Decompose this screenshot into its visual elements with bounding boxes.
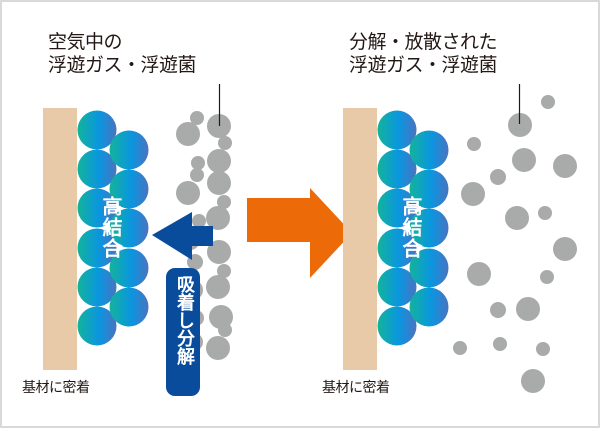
coating-bead <box>409 169 449 209</box>
adsorb-label: 吸着し分解 <box>174 275 195 365</box>
gas-particle <box>206 206 230 230</box>
dispersed-particle <box>461 182 485 206</box>
dispersed-particle <box>493 337 507 351</box>
coating-bead <box>109 169 149 209</box>
left-title-line2: 浮遊ガス・浮遊菌 <box>48 54 197 76</box>
gas-particle <box>190 111 204 125</box>
gas-particle <box>207 149 231 173</box>
adsorb-label-pill <box>166 268 200 396</box>
coating-bead <box>377 149 417 189</box>
coating-bead <box>109 248 149 288</box>
substrate-bar-right <box>343 108 377 370</box>
adsorb-arrow-icon <box>152 212 213 260</box>
right-title-line1: 分解・放散された <box>349 31 498 53</box>
gas-particle <box>217 264 231 278</box>
gas-particle <box>191 156 205 170</box>
dispersed-particle <box>553 237 577 261</box>
coating-bead <box>109 208 149 248</box>
dispersed-particle <box>453 341 467 355</box>
dispersed-particle <box>541 95 555 109</box>
particles-right <box>453 95 577 393</box>
coating-bead <box>109 130 149 170</box>
coating-bead <box>377 110 417 150</box>
dispersed-particle <box>521 369 545 393</box>
dispersed-particle <box>553 154 577 178</box>
coating-bead <box>77 228 117 268</box>
gas-particle <box>190 168 204 182</box>
coating-bead <box>409 208 449 248</box>
dispersed-particle <box>490 169 506 185</box>
dispersed-particle <box>538 206 552 220</box>
coating-bead <box>409 248 449 288</box>
transition-arrow-icon <box>247 188 352 278</box>
coating-bead <box>77 306 117 346</box>
coating-bead <box>409 130 449 170</box>
coating-circles-right <box>377 110 449 346</box>
gas-particle <box>207 171 231 195</box>
coating-bead <box>409 287 449 327</box>
coating-bead <box>377 228 417 268</box>
dispersed-particle <box>540 270 554 284</box>
coating-bead <box>77 188 117 228</box>
gas-particle <box>206 275 230 299</box>
dispersed-particle <box>516 297 540 321</box>
substrate-bar-left <box>43 108 77 370</box>
left-title-line1: 空気中の <box>48 31 123 53</box>
coating-bead <box>77 267 117 307</box>
gas-particle <box>176 181 200 205</box>
coating-circles-left <box>77 110 149 346</box>
coating-bead <box>377 267 417 307</box>
gas-particle <box>176 122 200 146</box>
coating-bead <box>109 287 149 327</box>
gas-particle <box>217 195 231 209</box>
dispersed-particle <box>467 137 481 151</box>
bond-label-left: 高結合 <box>99 196 123 259</box>
substrate-caption-right: 基材に密着 <box>322 380 390 396</box>
dispersed-particle <box>505 206 529 230</box>
bond-label-right: 高結合 <box>399 196 423 259</box>
coating-bead <box>377 306 417 346</box>
right-title-line2: 浮遊ガス・浮遊菌 <box>349 54 498 76</box>
dispersed-particle <box>512 148 536 172</box>
substrate-caption-left: 基材に密着 <box>22 380 90 396</box>
gas-particle <box>218 136 232 150</box>
coating-bead <box>77 110 117 150</box>
coating-bead <box>377 188 417 228</box>
dispersed-particle <box>490 302 506 318</box>
gas-particle <box>218 323 232 337</box>
dispersed-particle <box>508 113 532 137</box>
dispersed-particle <box>536 342 550 356</box>
dispersed-particle <box>467 262 491 286</box>
gas-particle <box>206 336 230 360</box>
gas-particle <box>192 214 206 228</box>
gas-particle <box>209 305 233 329</box>
coating-bead <box>77 149 117 189</box>
